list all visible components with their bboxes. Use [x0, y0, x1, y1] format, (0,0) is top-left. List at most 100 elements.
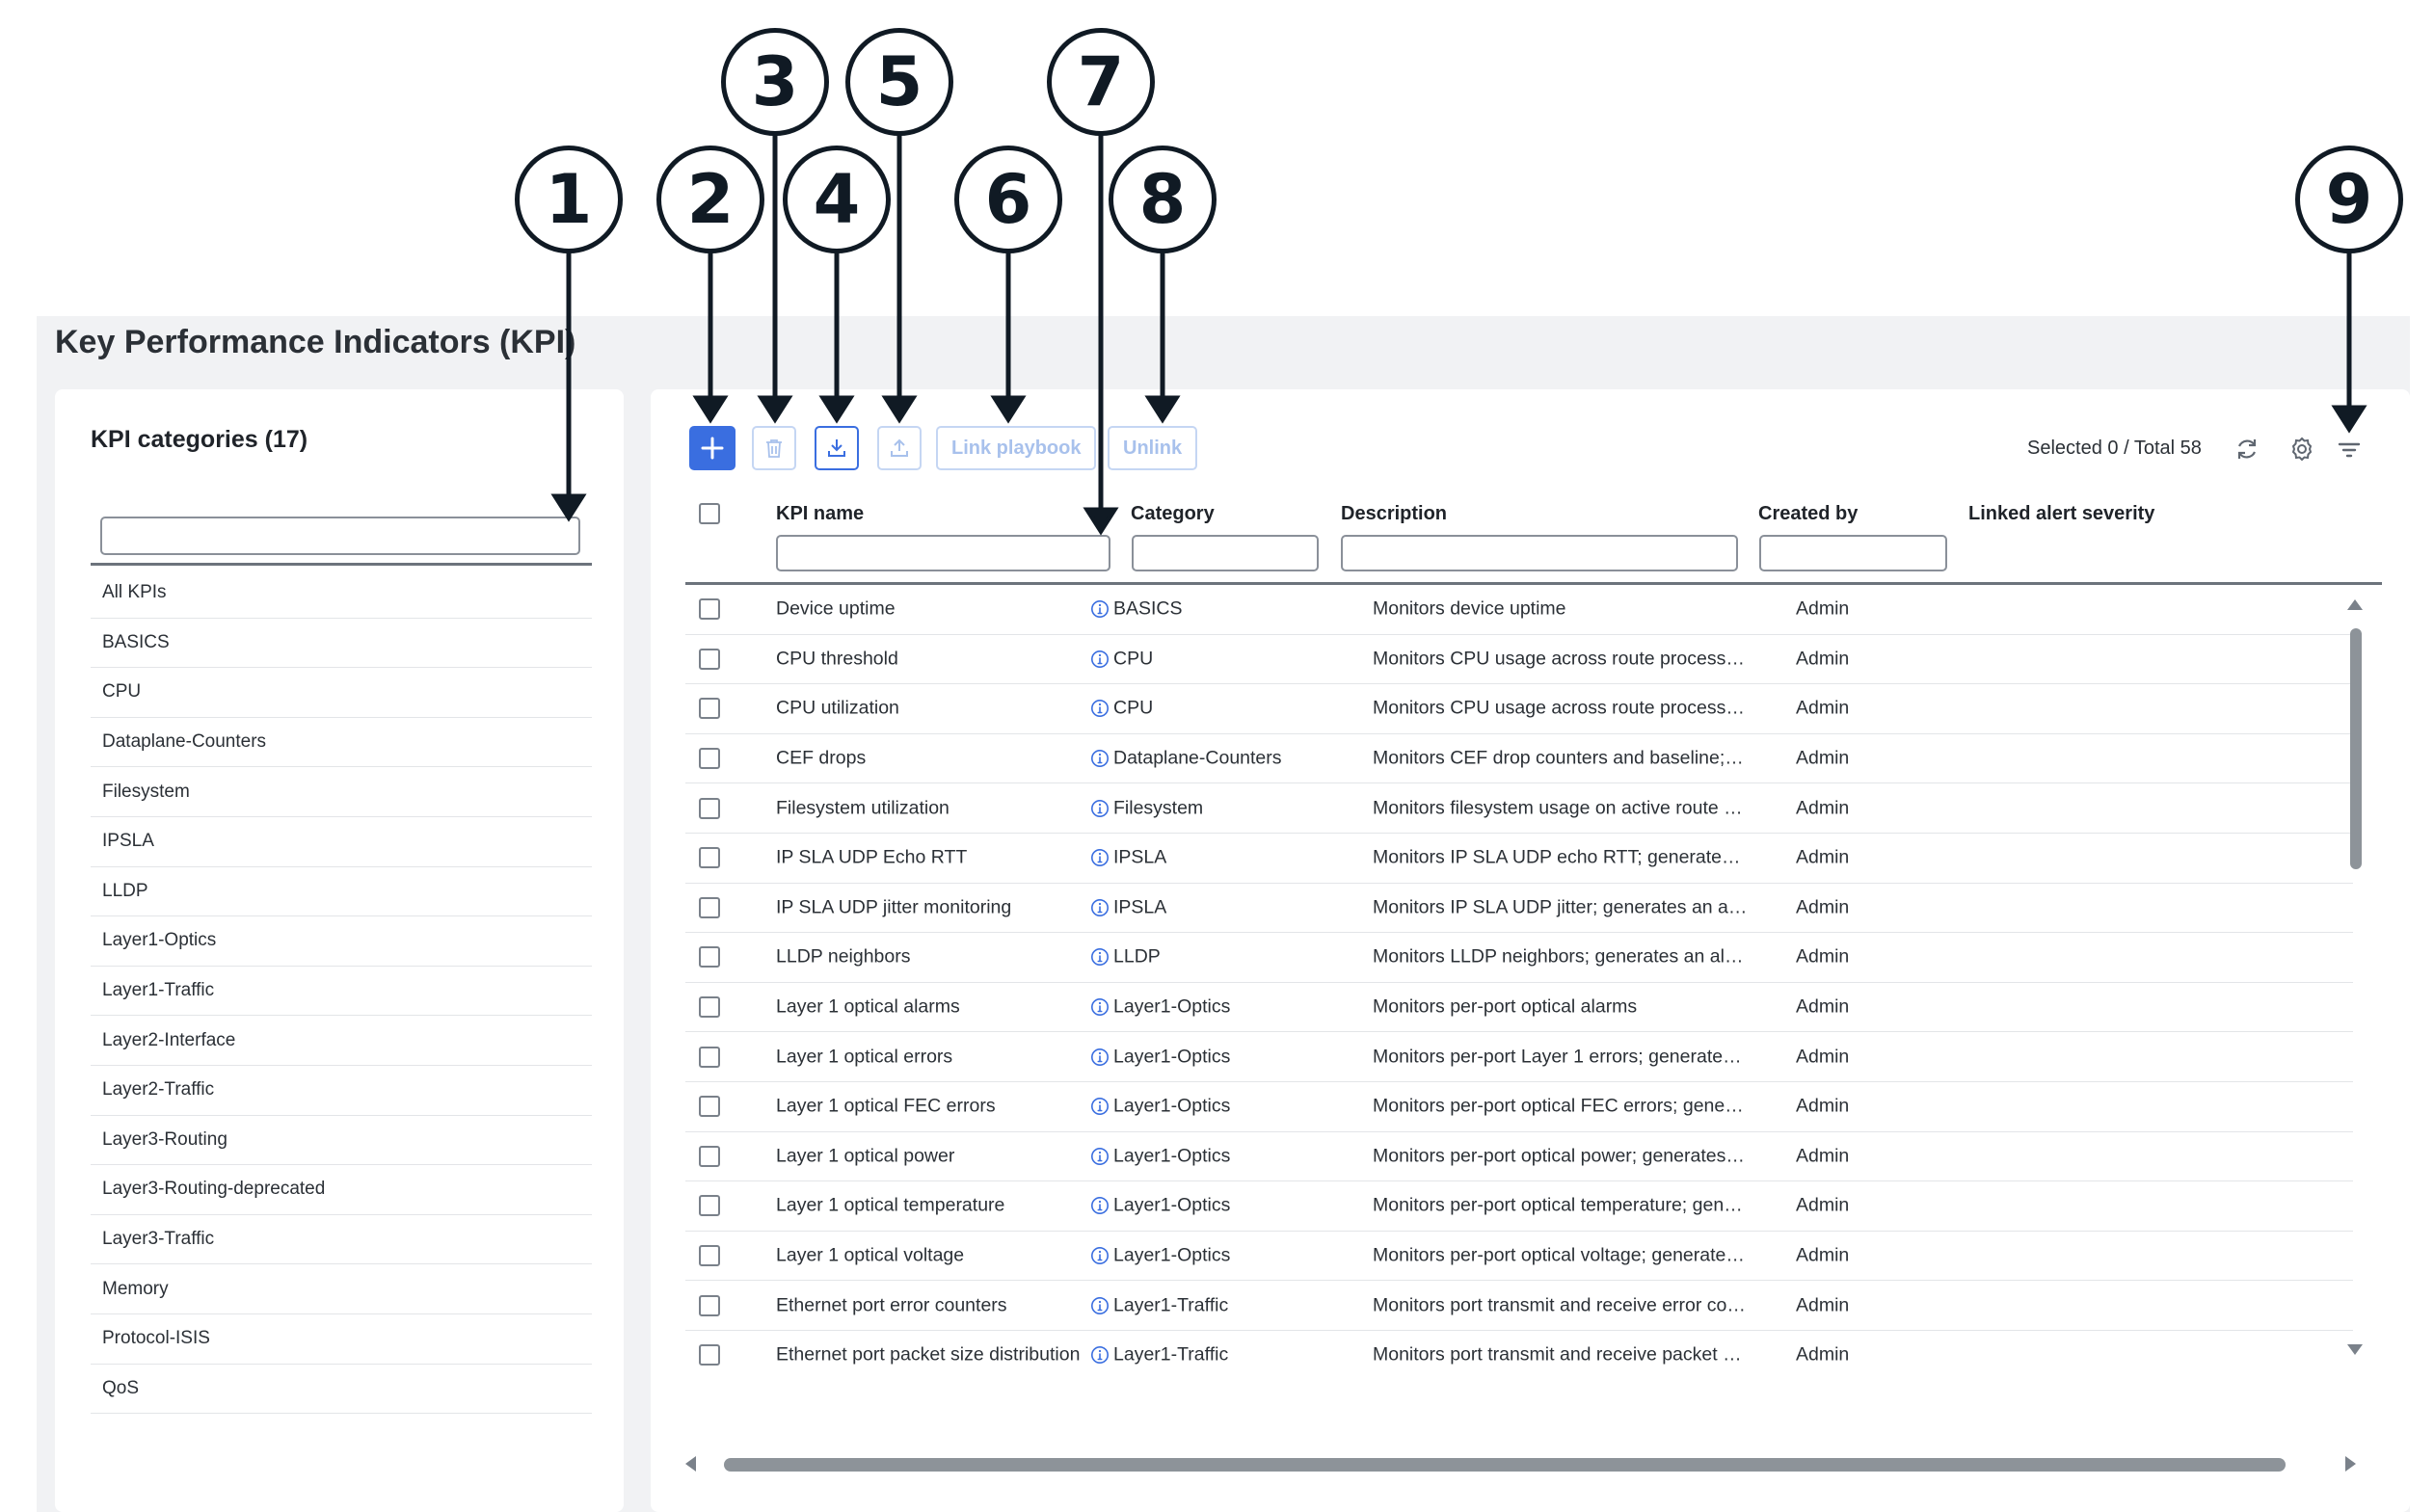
category-item[interactable]: Dataplane-Counters: [91, 718, 592, 768]
kpi-name-cell[interactable]: Filesystem utilization: [776, 797, 950, 819]
column-created-by[interactable]: Created by: [1758, 503, 1859, 524]
kpi-name-cell[interactable]: Device uptime: [776, 597, 896, 620]
created-by-filter-input[interactable]: [1759, 535, 1947, 571]
info-icon[interactable]: [1090, 997, 1110, 1017]
column-kpi-name[interactable]: KPI name: [776, 503, 865, 524]
description-filter-input[interactable]: [1341, 535, 1738, 571]
info-icon[interactable]: [1090, 749, 1110, 768]
kpi-name-cell[interactable]: LLDP neighbors: [776, 945, 911, 968]
category-item[interactable]: CPU: [91, 668, 592, 718]
column-description[interactable]: Description: [1341, 503, 1448, 524]
import-kpi-button[interactable]: [815, 426, 859, 470]
column-category[interactable]: Category: [1131, 503, 1215, 524]
row-checkbox[interactable]: [699, 1294, 720, 1316]
row-checkbox[interactable]: [699, 648, 720, 670]
kpi-name-cell[interactable]: CPU threshold: [776, 648, 898, 670]
category-search-input[interactable]: [100, 517, 580, 555]
category-filter-input[interactable]: [1132, 535, 1319, 571]
category-item[interactable]: Layer3-Routing: [91, 1116, 592, 1166]
column-linked-alert-severity[interactable]: Linked alert severity: [1968, 503, 2155, 524]
horizontal-scroll-thumb[interactable]: [724, 1458, 2286, 1472]
link-playbook-button[interactable]: Link playbook: [936, 426, 1097, 470]
kpi-name-cell[interactable]: Layer 1 optical errors: [776, 1046, 953, 1068]
info-icon[interactable]: [1090, 650, 1110, 669]
row-checkbox[interactable]: [699, 1245, 720, 1267]
kpi-name-cell[interactable]: CPU utilization: [776, 697, 899, 719]
info-icon[interactable]: [1090, 1246, 1110, 1265]
category-item[interactable]: Layer2-Interface: [91, 1016, 592, 1066]
settings-button[interactable]: [2283, 430, 2321, 468]
export-kpi-button[interactable]: [877, 426, 922, 470]
horizontal-scrollbar[interactable]: [685, 1453, 2363, 1474]
kpi-name-filter-input[interactable]: [776, 535, 1110, 571]
vertical-scrollbar[interactable]: [2347, 599, 2363, 1423]
info-icon[interactable]: [1090, 699, 1110, 718]
delete-kpi-button[interactable]: [752, 426, 796, 470]
row-checkbox[interactable]: [699, 1344, 720, 1366]
row-checkbox[interactable]: [699, 1195, 720, 1217]
info-icon[interactable]: [1090, 1345, 1110, 1365]
category-item[interactable]: Filesystem: [91, 767, 592, 817]
kpi-name-cell[interactable]: IP SLA UDP Echo RTT: [776, 846, 968, 868]
scroll-up-arrow[interactable]: [2347, 599, 2363, 610]
category-item[interactable]: Memory: [91, 1264, 592, 1314]
info-icon[interactable]: [1090, 1296, 1110, 1315]
info-icon[interactable]: [1090, 1196, 1110, 1215]
kpi-name-cell[interactable]: Ethernet port packet size distribution: [776, 1343, 1081, 1366]
category-item[interactable]: All KPIs: [91, 569, 592, 619]
category-item[interactable]: IPSLA: [91, 817, 592, 867]
kpi-name-cell[interactable]: Ethernet port error counters: [776, 1294, 1007, 1316]
row-checkbox[interactable]: [699, 946, 720, 968]
row-checkbox[interactable]: [699, 896, 720, 918]
vertical-scroll-thumb[interactable]: [2350, 628, 2362, 869]
row-checkbox[interactable]: [699, 748, 720, 770]
category-item[interactable]: QoS: [91, 1365, 592, 1415]
info-icon[interactable]: [1090, 799, 1110, 818]
kpi-name-cell[interactable]: Layer 1 optical alarms: [776, 995, 960, 1018]
kpi-name-cell[interactable]: CEF drops: [776, 747, 867, 769]
scroll-right-arrow[interactable]: [2345, 1456, 2356, 1472]
kpi-name-cell[interactable]: Layer 1 optical FEC errors: [776, 1095, 996, 1117]
row-checkbox[interactable]: [699, 797, 720, 819]
category-item[interactable]: Layer2-Traffic: [91, 1066, 592, 1116]
filter-button[interactable]: [2330, 430, 2368, 468]
row-checkbox[interactable]: [699, 996, 720, 1019]
category-item[interactable]: Protocol-ISIS: [91, 1314, 592, 1365]
scroll-left-arrow[interactable]: [685, 1456, 696, 1472]
kpi-name-cell[interactable]: IP SLA UDP jitter monitoring: [776, 896, 1012, 918]
info-icon[interactable]: [1090, 1097, 1110, 1116]
info-icon[interactable]: [1090, 898, 1110, 917]
category-item[interactable]: Layer3-Traffic: [91, 1215, 592, 1265]
category-item[interactable]: BASICS: [91, 619, 592, 669]
row-checkbox[interactable]: [699, 1096, 720, 1118]
info-icon[interactable]: [1090, 599, 1110, 619]
select-all-checkbox[interactable]: [699, 503, 720, 524]
info-icon[interactable]: [1090, 1048, 1110, 1067]
scroll-down-arrow[interactable]: [2347, 1344, 2363, 1355]
category-item[interactable]: LLDP: [91, 867, 592, 917]
kpi-name-cell[interactable]: Layer 1 optical power: [776, 1145, 955, 1167]
category-item[interactable]: Layer3-Routing-deprecated: [91, 1165, 592, 1215]
kpi-name-cell[interactable]: Layer 1 optical temperature: [776, 1194, 1005, 1216]
row-checkbox[interactable]: [699, 1145, 720, 1167]
category-item[interactable]: Layer1-Optics: [91, 916, 592, 967]
row-checkbox[interactable]: [699, 698, 720, 720]
kpi-name-cell[interactable]: Layer 1 optical voltage: [776, 1244, 965, 1266]
row-checkbox[interactable]: [699, 847, 720, 869]
info-icon[interactable]: [1090, 947, 1110, 967]
refresh-button[interactable]: [2228, 430, 2266, 468]
